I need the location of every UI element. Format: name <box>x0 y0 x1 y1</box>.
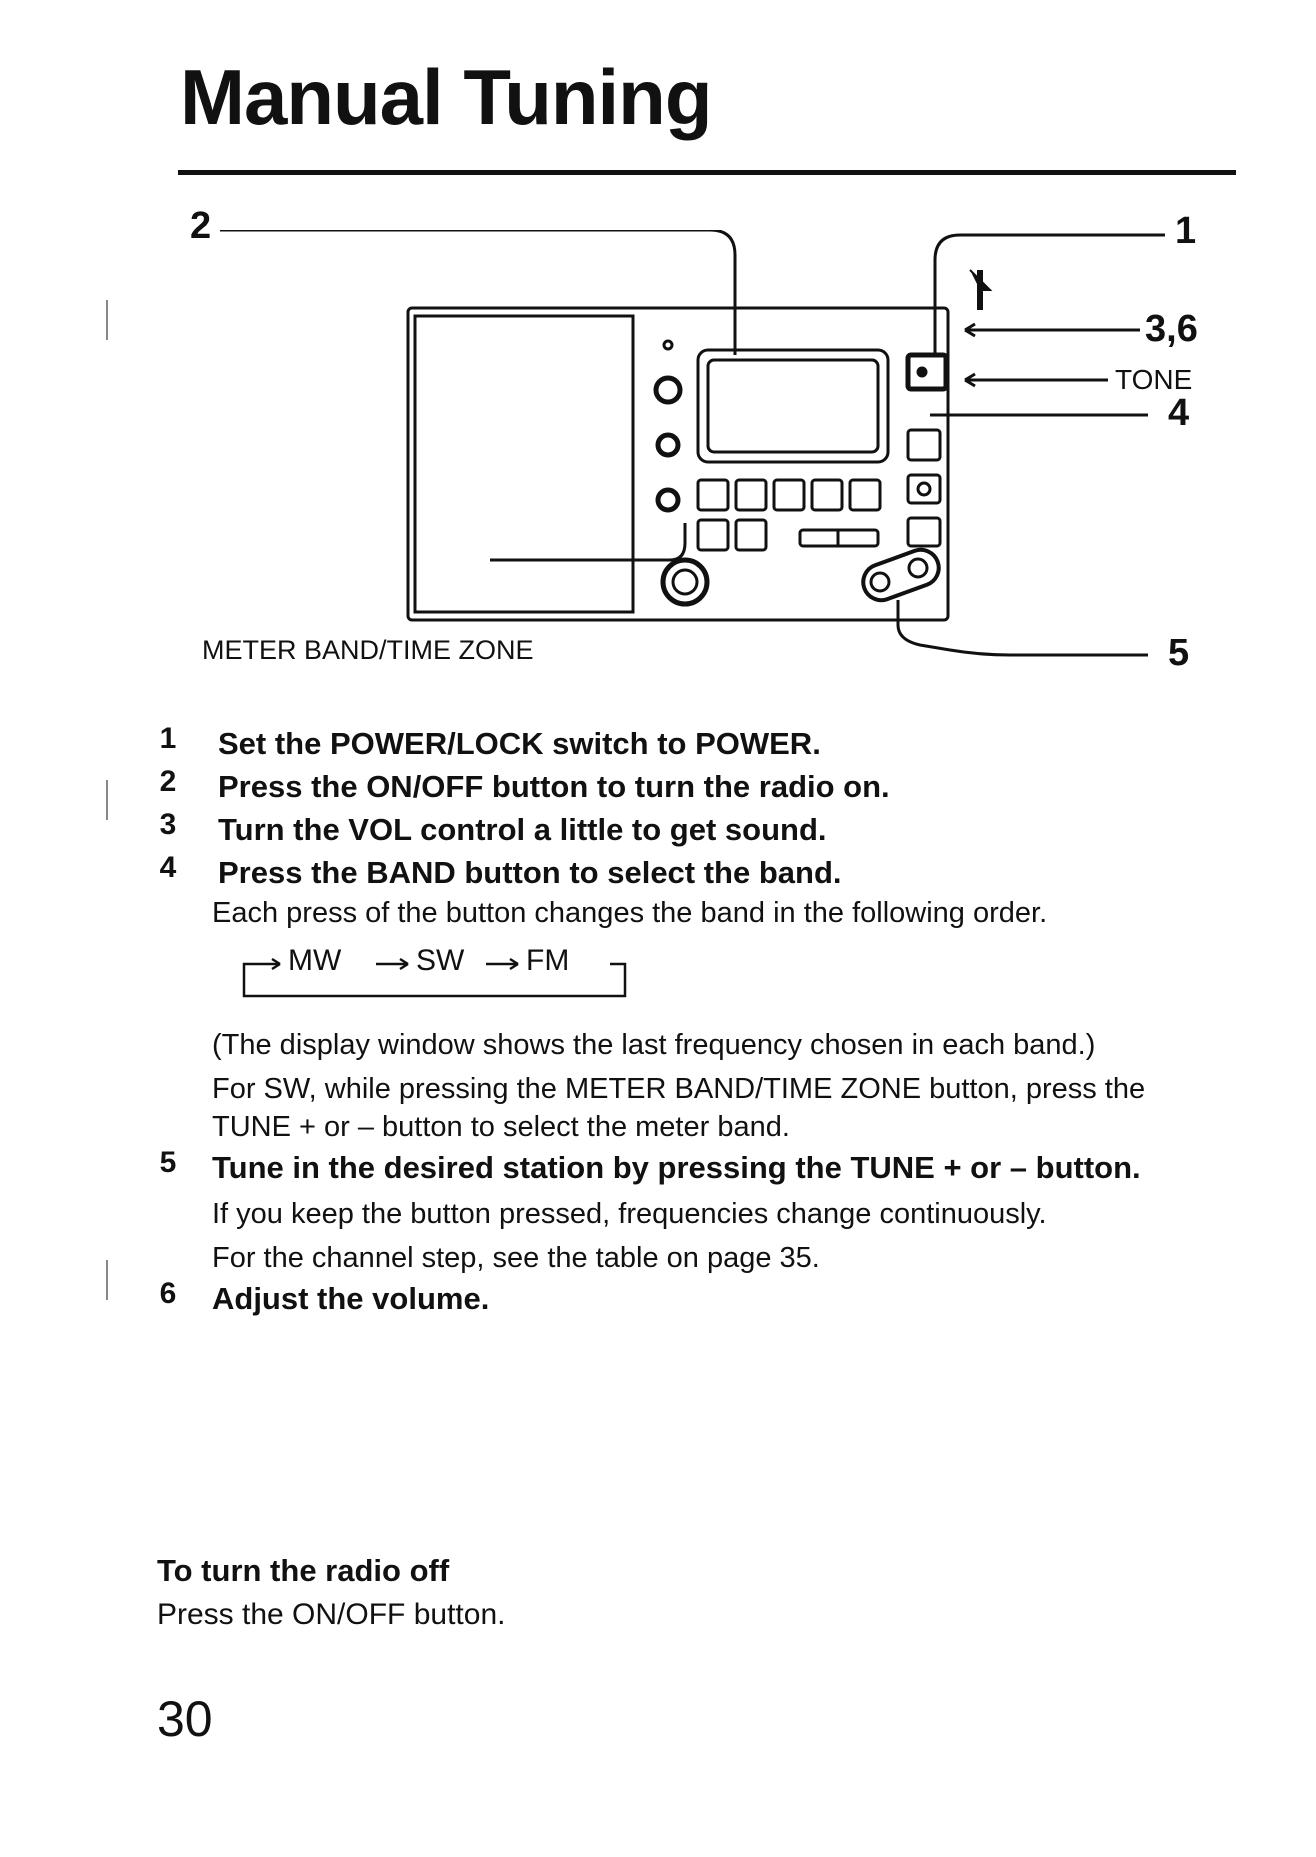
step-6: 6 Adjust the volume. <box>150 1277 1200 1320</box>
step-heading: Turn the VOL control a little to get sou… <box>218 812 827 847</box>
edge-mark <box>106 780 108 820</box>
band-sw: SW <box>416 944 465 977</box>
callout-4: 4 <box>1168 392 1190 434</box>
edge-mark <box>106 300 108 340</box>
turn-off-text: Press the ON/OFF button. <box>157 1598 506 1631</box>
power-switch <box>905 352 949 392</box>
step-heading: Tune in the desired station by pressing … <box>212 1150 1141 1185</box>
step-heading: Adjust the volume. <box>212 1281 490 1316</box>
page-title: Manual Tuning <box>180 53 712 141</box>
radio-body <box>406 306 950 622</box>
step-number: 1 <box>159 722 177 755</box>
step-4: 4 Press the BAND button to select the ba… <box>150 851 1200 1146</box>
step-number: 4 <box>159 851 177 884</box>
turn-off-title: To turn the radio off <box>157 1553 450 1588</box>
step-text: For SW, while pressing the METER BAND/TI… <box>212 1073 1146 1143</box>
radio-illustration <box>220 228 1165 657</box>
step-2: 2 Press the ON/OFF button to turn the ra… <box>150 765 1200 808</box>
radio-diagram: 2 1 3,6 TONE 4 METER BAND/TIME ZONE 5 <box>190 205 1210 710</box>
callout-5: 5 <box>1168 632 1190 674</box>
step-number: 3 <box>159 808 177 841</box>
step-3: 3 Turn the VOL control a little to get s… <box>150 808 1200 851</box>
display-window <box>696 348 890 464</box>
step-text: Each press of the button changes the ban… <box>212 897 1048 929</box>
title-rule <box>178 170 1236 175</box>
step-heading: Press the BAND button to select the band… <box>218 855 842 890</box>
step-number: 5 <box>159 1146 177 1179</box>
band-cycle-arrows <box>242 957 627 998</box>
callout-meter-band: METER BAND/TIME ZONE <box>202 635 534 665</box>
callout-3-6: 3,6 <box>1145 308 1198 350</box>
band-cycle-diagram: MW SW FM <box>240 944 680 1006</box>
step-5: 5 Tune in the desired station by pressin… <box>150 1146 1200 1277</box>
callout-1: 1 <box>1175 210 1197 252</box>
step-number: 6 <box>159 1277 177 1310</box>
tune-buttons <box>861 547 941 603</box>
step-number: 2 <box>159 765 177 798</box>
callout-2: 2 <box>190 205 212 247</box>
speaker-panel <box>413 314 635 614</box>
step-text: If you keep the button pressed, frequenc… <box>212 1198 1047 1230</box>
step-heading: Press the ON/OFF button to turn the radi… <box>218 769 890 804</box>
step-text: For the channel step, see the table on p… <box>212 1242 820 1274</box>
step-1: 1 Set the POWER/LOCK switch to POWER. <box>150 722 1200 765</box>
callout-tone: TONE <box>1115 364 1193 395</box>
step-heading: Set the POWER/LOCK switch to POWER. <box>218 726 821 761</box>
band-mw: MW <box>288 944 342 977</box>
band-fm: FM <box>526 944 570 977</box>
page-number: 30 <box>157 1691 213 1747</box>
step-text: (The display window shows the last frequ… <box>212 1029 1096 1061</box>
edge-mark <box>106 1260 108 1300</box>
step-list: 1 Set the POWER/LOCK switch to POWER. 2 … <box>150 722 1200 1320</box>
meter-band-button <box>660 557 710 607</box>
